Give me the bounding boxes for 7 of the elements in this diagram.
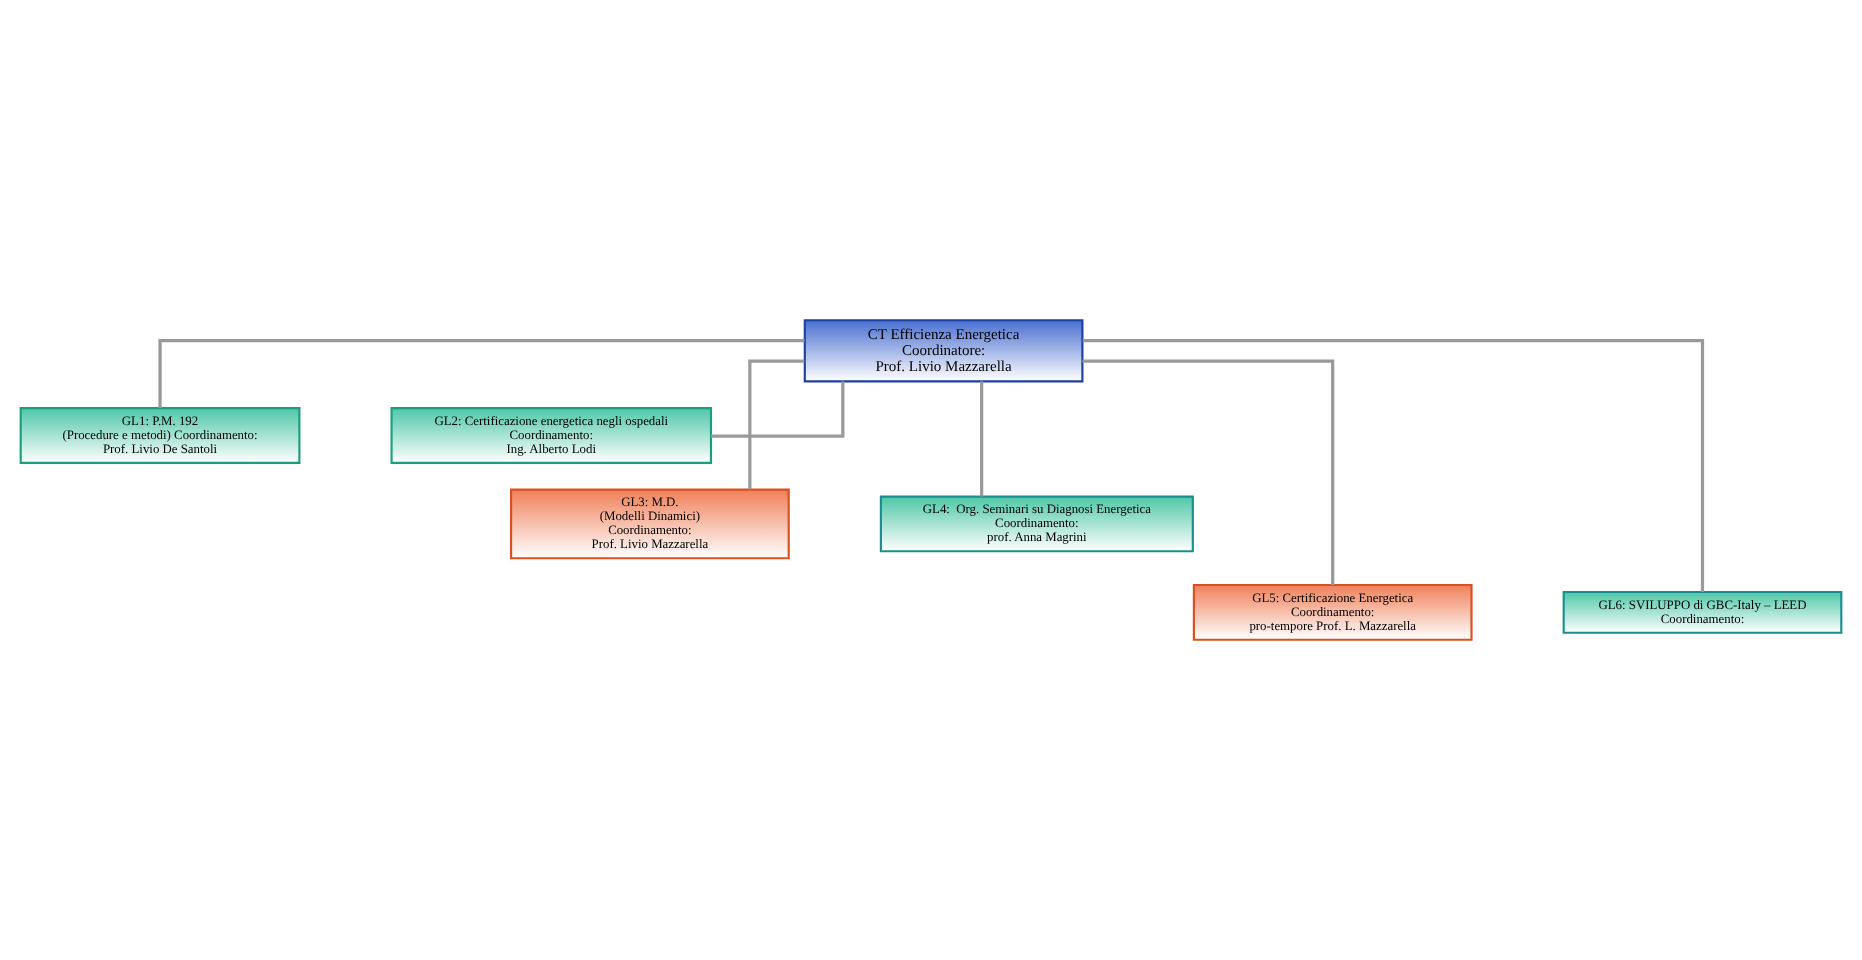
connector	[1082, 339, 1705, 592]
connector	[1082, 359, 1335, 585]
connector	[748, 359, 805, 490]
connector	[158, 339, 805, 409]
node-box: CT Efficienza Energetica Coordinatore: Prof. Livio Mazzarella	[803, 319, 1084, 383]
connector	[980, 381, 984, 497]
connector	[711, 381, 845, 438]
